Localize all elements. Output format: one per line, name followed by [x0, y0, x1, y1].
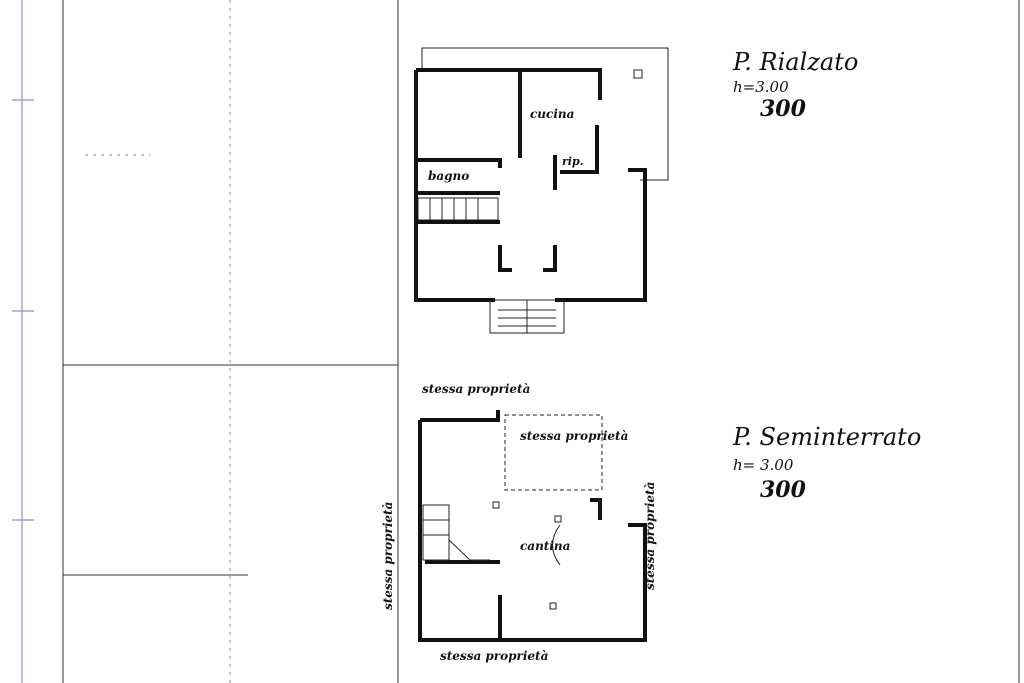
kitchen-wall — [560, 125, 599, 174]
outer-wall — [420, 410, 500, 422]
lower-height-value: 300 — [760, 477, 807, 503]
property-label-inner: stessa proprietà — [520, 429, 628, 443]
terrace-outline — [421, 47, 669, 181]
column-marker — [633, 69, 643, 79]
room-label-cantina: cantina — [520, 539, 570, 553]
bath-wall — [418, 158, 502, 168]
room-label-rip: rip. — [562, 155, 584, 168]
lower-floor-plan: stessa proprietà stessa proprietà cantin… — [381, 382, 921, 663]
adjoining-property-outline — [504, 414, 603, 491]
pillar — [549, 602, 557, 610]
upper-height-label: h=3.00 — [733, 78, 789, 96]
sheet-frame — [12, 0, 1020, 683]
pillar — [554, 515, 562, 523]
upper-height-value: 300 — [760, 96, 807, 122]
room-label-cucina: cucina — [530, 107, 574, 121]
outer-wall — [414, 68, 647, 302]
stair — [422, 504, 450, 561]
stair-ramp — [448, 539, 490, 561]
outer-wall — [418, 420, 647, 642]
arc-mark — [552, 524, 561, 566]
lower-plan-title: P. Seminterrato — [732, 423, 921, 451]
room-wall — [498, 245, 512, 272]
property-label-right: stessa proprietà — [643, 482, 657, 590]
lower-height-label: h= 3.00 — [733, 456, 794, 474]
property-label-top: stessa proprietà — [422, 382, 530, 396]
room-label-bagno: bagno — [428, 169, 469, 183]
upper-plan-title: P. Rialzato — [732, 48, 858, 76]
pillar — [492, 501, 500, 509]
upper-floor-plan: cucina bagno rip. P. Rialzato h=3.00 300 — [414, 47, 858, 334]
property-label-left: stessa proprietà — [381, 502, 395, 610]
room-wall — [543, 245, 557, 272]
stair-treads — [429, 198, 479, 220]
property-label-bottom: stessa proprietà — [440, 649, 548, 663]
interior-wall — [590, 498, 602, 520]
